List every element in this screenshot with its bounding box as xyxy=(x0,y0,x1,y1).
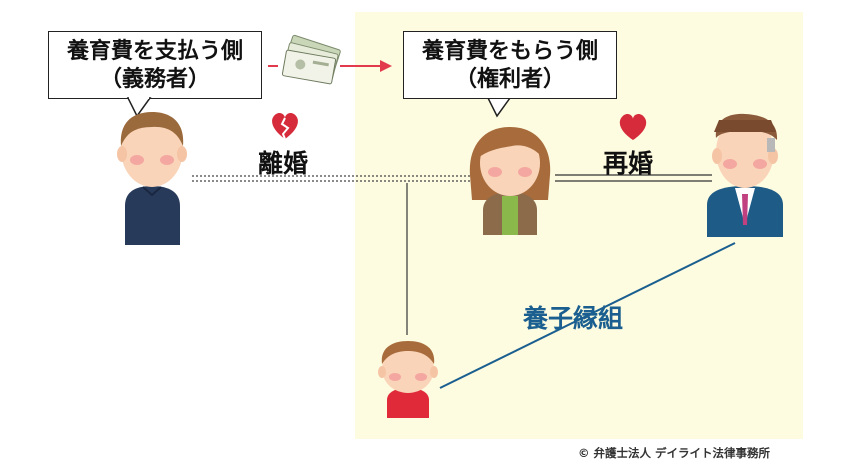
adoption-label: 養子縁組 xyxy=(523,304,624,333)
child-figure xyxy=(378,341,438,418)
heart-icon xyxy=(619,113,647,140)
mother-figure xyxy=(469,127,551,235)
payer-subtitle: （義務者） xyxy=(99,67,210,92)
copyright-notice: © 弁護士法人 デイライト法律事務所 xyxy=(578,446,771,460)
father-figure xyxy=(117,112,187,245)
stepfather-figure xyxy=(707,113,783,237)
arrow-right-icon xyxy=(268,60,392,72)
payer-title: 養育費を支払う側 xyxy=(66,39,243,64)
payer-callout: 養育費を支払う側 （義務者） xyxy=(48,31,262,99)
recipient-subtitle: （権利者） xyxy=(454,67,565,92)
broken-heart-icon xyxy=(272,112,298,140)
recipient-title: 養育費をもらう側 xyxy=(421,39,598,64)
divorce-label: 離婚 xyxy=(258,149,309,178)
remarriage-label: 再婚 xyxy=(603,149,654,178)
adoption-line xyxy=(439,242,736,389)
money-bills-icon xyxy=(281,34,341,85)
recipient-callout: 養育費をもらう側 （権利者） xyxy=(403,31,617,99)
